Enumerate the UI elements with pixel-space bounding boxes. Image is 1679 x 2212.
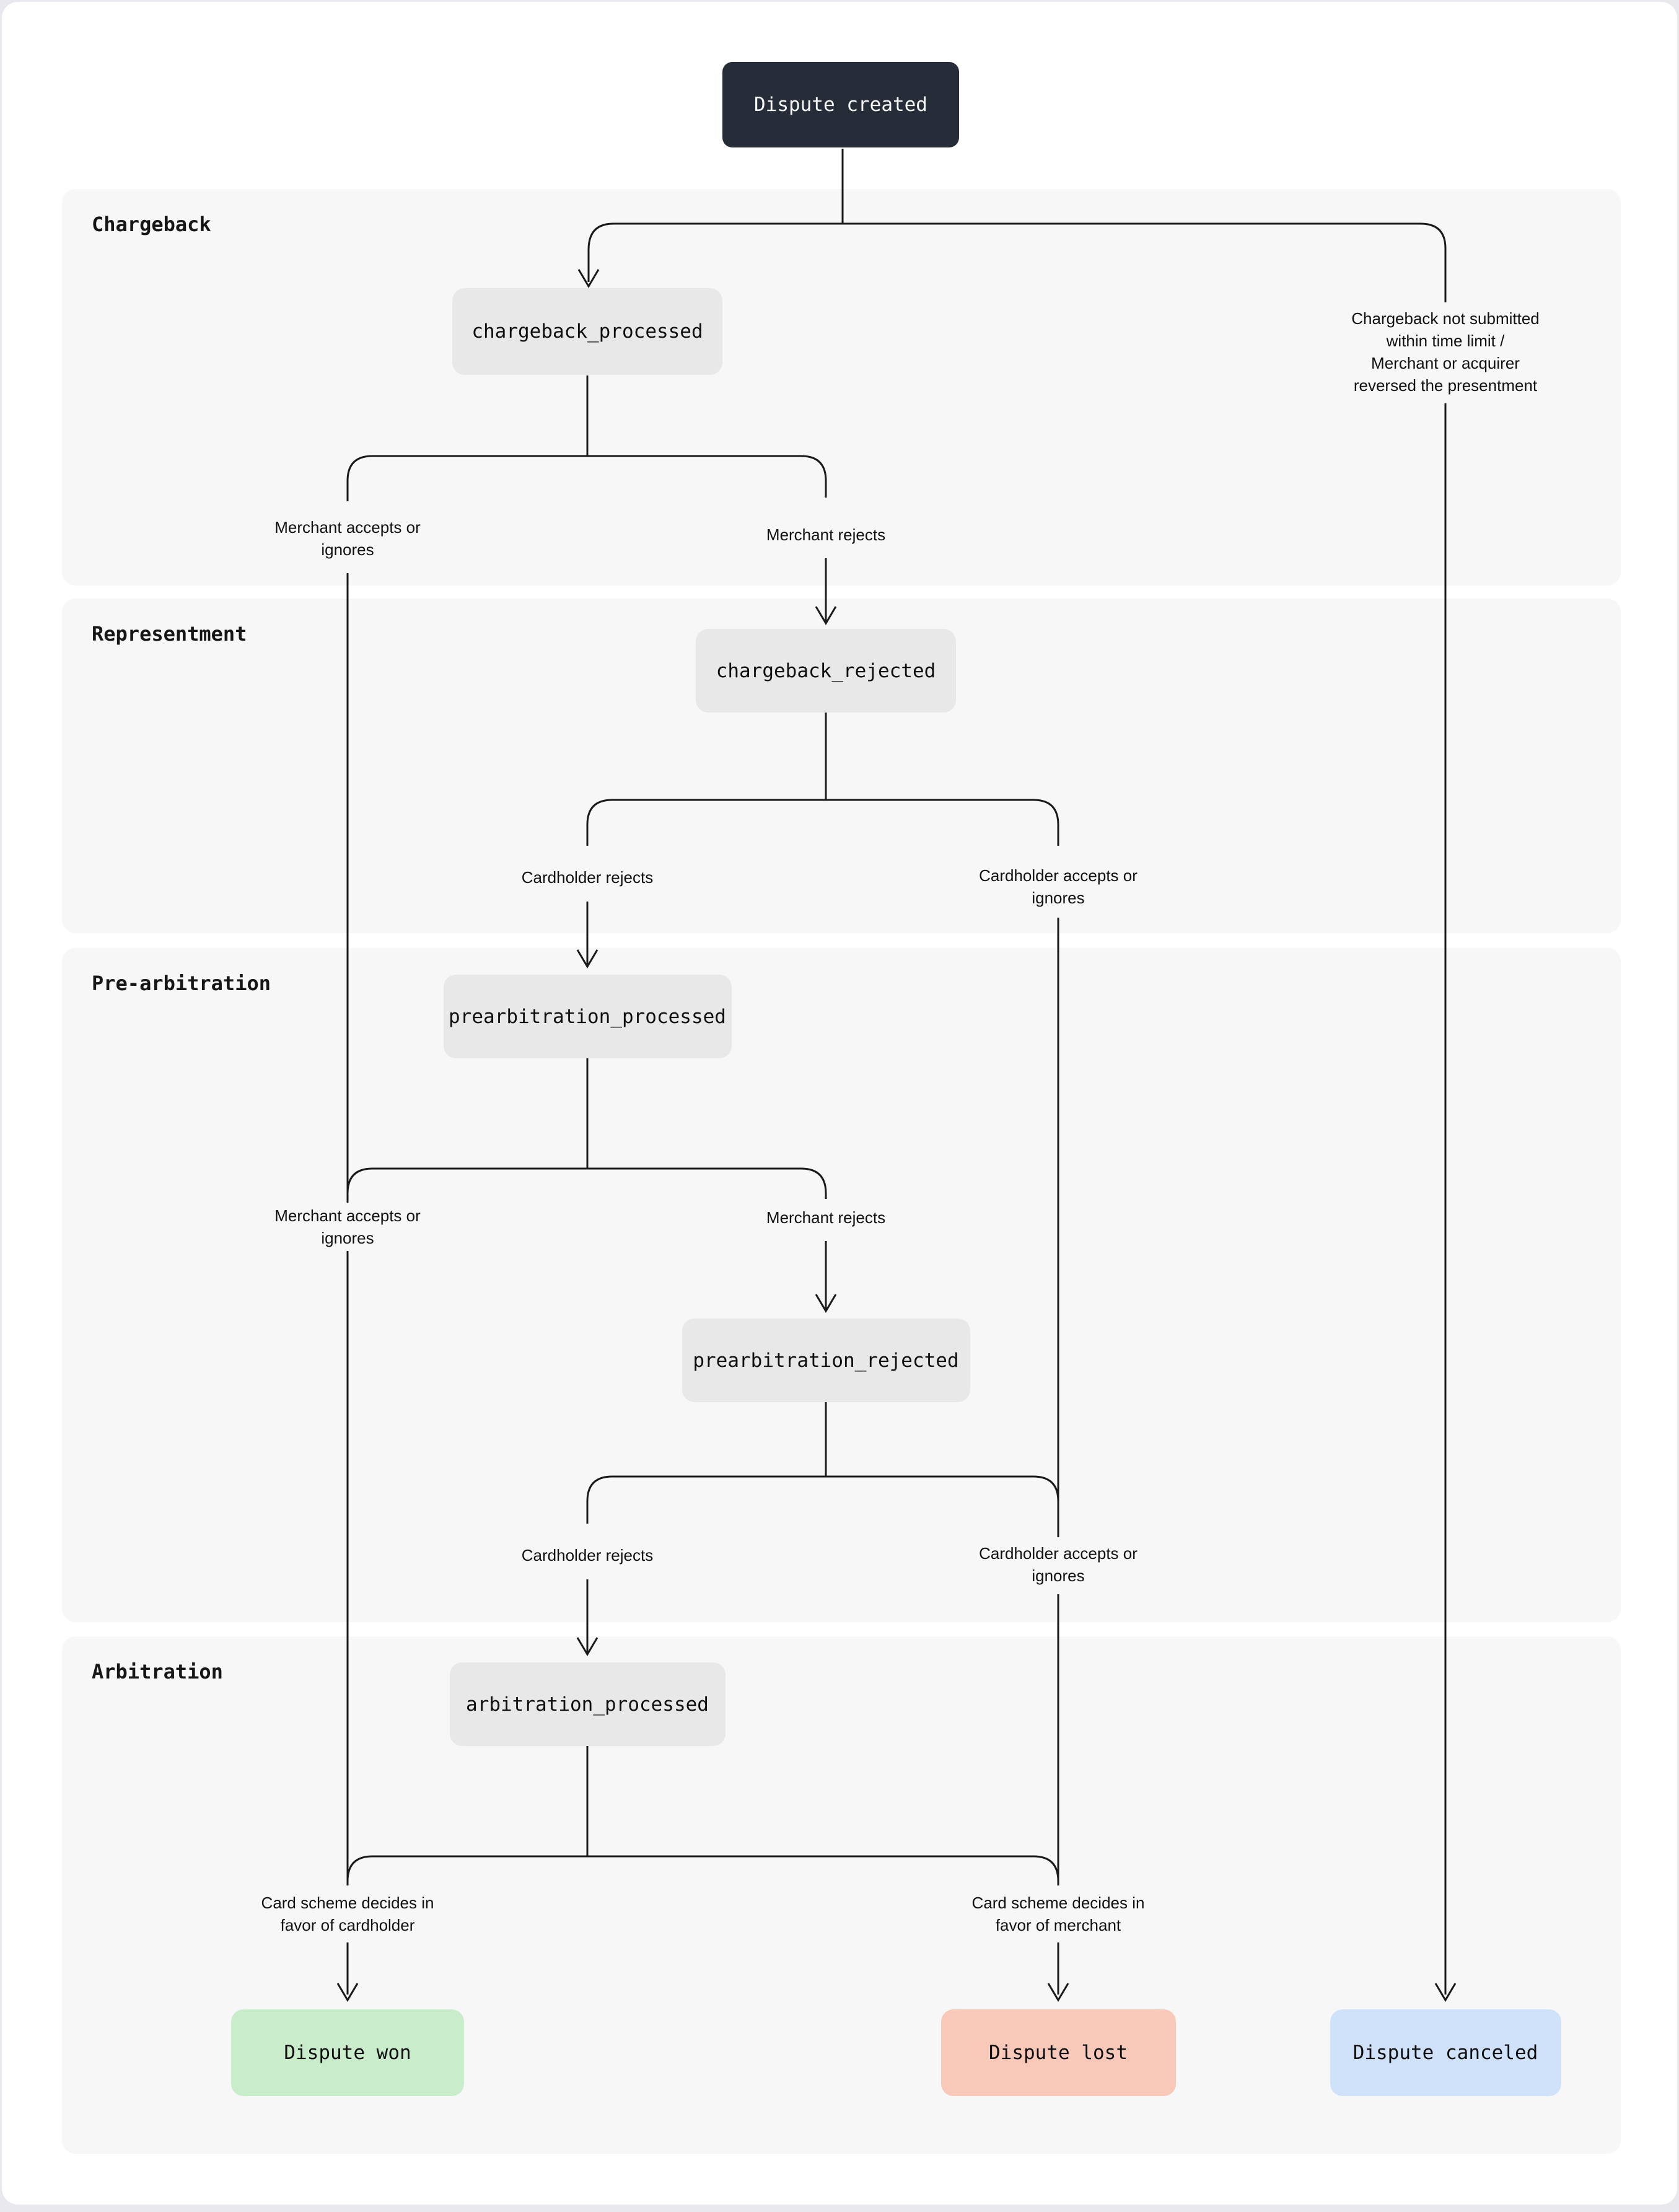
- section-title-arbitration: Arbitration: [92, 1660, 223, 1683]
- edge-label-merchant-rejects-2: Merchant rejects: [766, 1208, 886, 1227]
- edge-label-scheme-cardholder: Card scheme decides in favor of cardhold…: [261, 1894, 434, 1934]
- edge-label-merchant-accepts-1: Merchant accepts or ignores: [274, 518, 421, 559]
- arrow-into-dispute-won: [336, 1983, 359, 2002]
- section-title-pre_arbitration: Pre-arbitration: [92, 972, 271, 995]
- edge-label-cardholder-rejects-2: Cardholder rejects: [521, 1546, 654, 1565]
- edge-label-chargeback-not-submitted: Chargeback not submitted within time lim…: [1351, 309, 1540, 395]
- node-dispute-created: Dispute created: [722, 62, 959, 147]
- node-chargeback-processed: chargeback_processed: [452, 288, 722, 375]
- edge-label-merchant-accepts-2: Merchant accepts or ignores: [274, 1206, 421, 1247]
- arrow-into-arbitration-processed: [576, 1637, 598, 1656]
- node-dispute-canceled: Dispute canceled: [1330, 2009, 1561, 2096]
- edge-cardholder-bracket-1: [586, 799, 1059, 846]
- edge-scheme-bracket: [346, 1855, 1059, 1882]
- edge-top-bracket: [587, 222, 1447, 302]
- arrow-into-chargeback-rejected: [815, 606, 837, 625]
- edge-label-scheme-merchant: Card scheme decides in favor of merchant: [971, 1894, 1145, 1934]
- section-title-representment: Representment: [92, 622, 247, 646]
- section-band-chargeback: Chargeback: [62, 189, 1621, 586]
- edge-merchant-bracket-2: [346, 1167, 827, 1199]
- node-prearbitration-processed: prearbitration_processed: [443, 975, 732, 1058]
- node-chargeback-rejected: chargeback_rejected: [696, 629, 956, 713]
- arrow-into-dispute-lost: [1047, 1983, 1069, 2002]
- arrow-into-chargeback-processed: [577, 269, 600, 288]
- section-band-pre_arbitration: Pre-arbitration: [62, 948, 1621, 1622]
- arrow-into-dispute-canceled: [1434, 1983, 1457, 2002]
- arrow-into-prearbitration-processed: [576, 949, 598, 968]
- arrow-into-prearbitration-rejected: [815, 1294, 837, 1313]
- section-title-chargeback: Chargeback: [92, 213, 211, 236]
- edge-cardholder-bracket-2: [586, 1475, 1059, 1524]
- node-arbitration-processed: arbitration_processed: [449, 1662, 726, 1746]
- node-dispute-won: Dispute won: [231, 2009, 464, 2096]
- edge-label-cardholder-rejects-1: Cardholder rejects: [521, 868, 654, 887]
- edge-label-cardholder-accepts-2: Cardholder accepts or ignores: [979, 1544, 1138, 1585]
- node-dispute-lost: Dispute lost: [940, 2009, 1176, 2096]
- edge-label-merchant-rejects-1: Merchant rejects: [766, 525, 886, 544]
- edge-merchant-bracket-1: [346, 455, 827, 501]
- edge-label-cardholder-accepts-1: Cardholder accepts or ignores: [979, 866, 1138, 907]
- node-prearbitration-rejected: prearbitration_rejected: [682, 1319, 970, 1402]
